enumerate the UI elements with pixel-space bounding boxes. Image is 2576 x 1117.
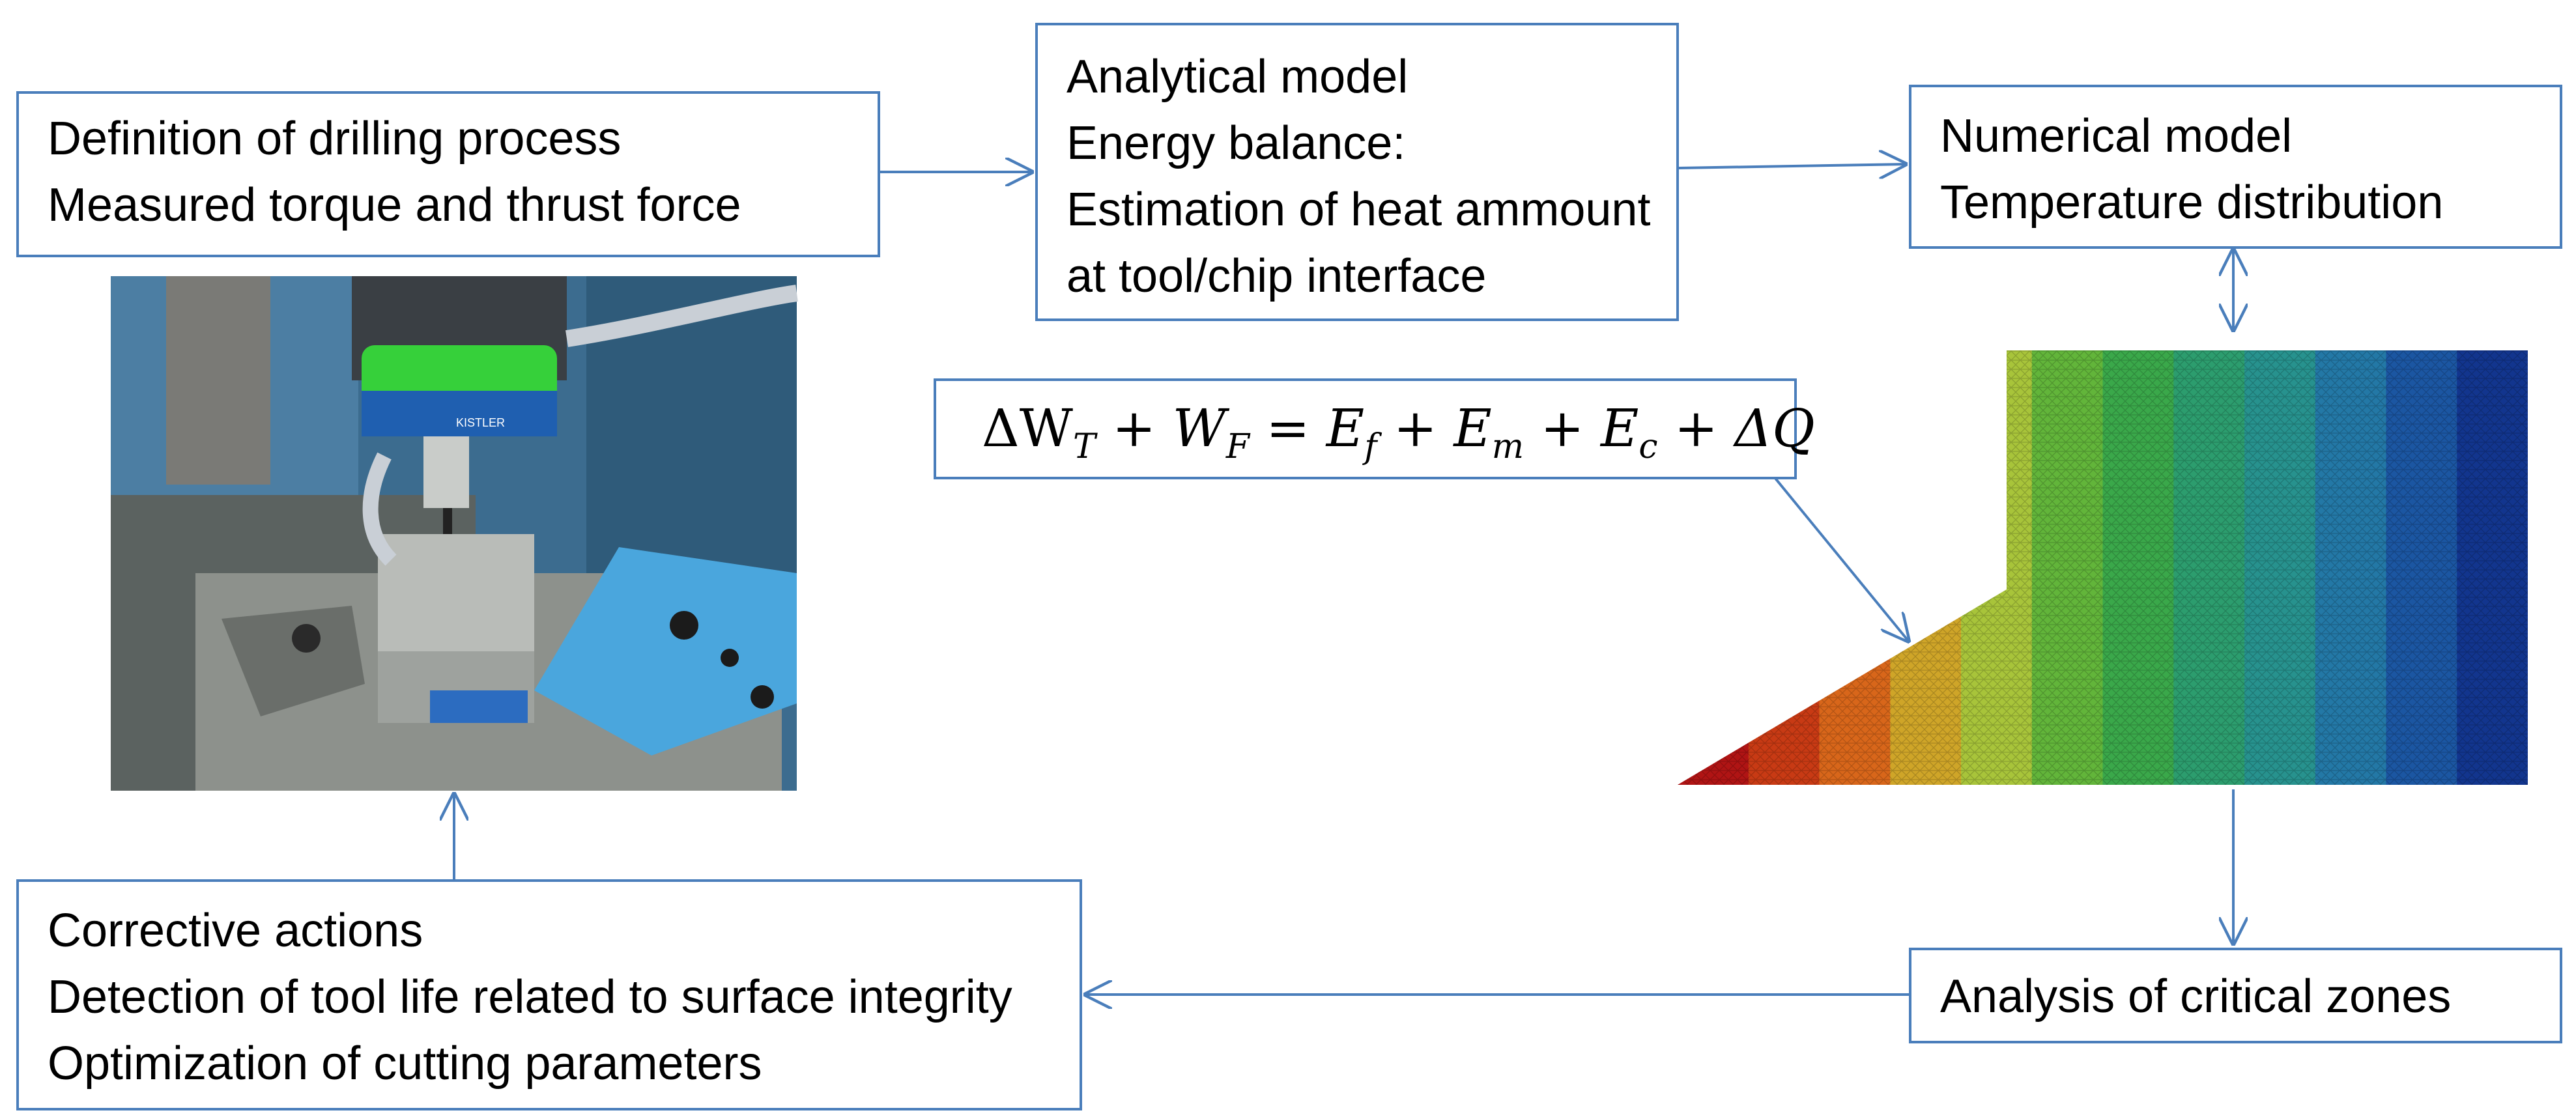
eq-term: W	[1172, 398, 1226, 459]
box-line: Temperature distribution	[1940, 177, 2444, 229]
drilling-setup-photo: KISTLER	[111, 276, 798, 791]
box-corrective-actions: Corrective actions Detection of tool lif…	[16, 879, 1082, 1110]
box-analytical-model: Analytical model Energy balance: Estimat…	[1035, 23, 1679, 321]
box-line: Energy balance:	[1066, 117, 1406, 169]
arrow-heat-to-fem	[1761, 461, 1909, 642]
box-line: Definition of drilling process	[48, 113, 622, 165]
eq-subscript: T	[1073, 427, 1096, 466]
box-line: Estimation of heat ammount	[1066, 184, 1651, 236]
machine-label: KISTLER	[456, 416, 505, 429]
box-line: Detection of tool life related to surfac…	[48, 971, 1012, 1023]
box-numerical-model: Numerical model Temperature distribution	[1909, 85, 2562, 249]
box-line: Measured torque and thrust force	[48, 179, 741, 231]
eq-operator: =	[1249, 398, 1326, 459]
box-line: Numerical model	[1940, 110, 2293, 162]
box-drilling-definition: Definition of drilling process Measured …	[16, 91, 880, 257]
box-line: Analysis of critical zones	[1940, 970, 2452, 1023]
eq-term: E	[1600, 398, 1639, 459]
box-line: Optimization of cutting parameters	[48, 1038, 762, 1090]
eq-subscript: m	[1491, 427, 1524, 466]
energy-balance-equation: ΔWT + WF = Ef + Em + Ec + ΔQ	[934, 378, 1815, 479]
eq-operator: +	[1524, 398, 1601, 459]
eq-operator: +	[1095, 398, 1173, 459]
box-critical-zones-analysis: Analysis of critical zones	[1909, 948, 2562, 1043]
eq-term: ΔW	[982, 398, 1073, 459]
equation-text: ΔWT + WF = Ef + Em + Ec + ΔQ	[982, 393, 1815, 483]
arrow-analytical-to-numerical	[1678, 164, 1906, 168]
flow-arrows	[454, 164, 2233, 995]
eq-operator: +	[1657, 398, 1735, 459]
eq-subscript: f	[1364, 427, 1377, 466]
eq-subscript: F	[1225, 427, 1250, 466]
eq-term: E	[1453, 398, 1492, 459]
eq-subscript: c	[1639, 427, 1658, 466]
eq-term-delta-q: ΔQ	[1734, 398, 1815, 459]
eq-operator: +	[1377, 398, 1454, 459]
box-line: Analytical model	[1066, 51, 1409, 103]
eq-term: E	[1326, 398, 1365, 459]
box-line: Corrective actions	[48, 905, 423, 957]
box-line: at tool/chip interface	[1066, 250, 1487, 302]
